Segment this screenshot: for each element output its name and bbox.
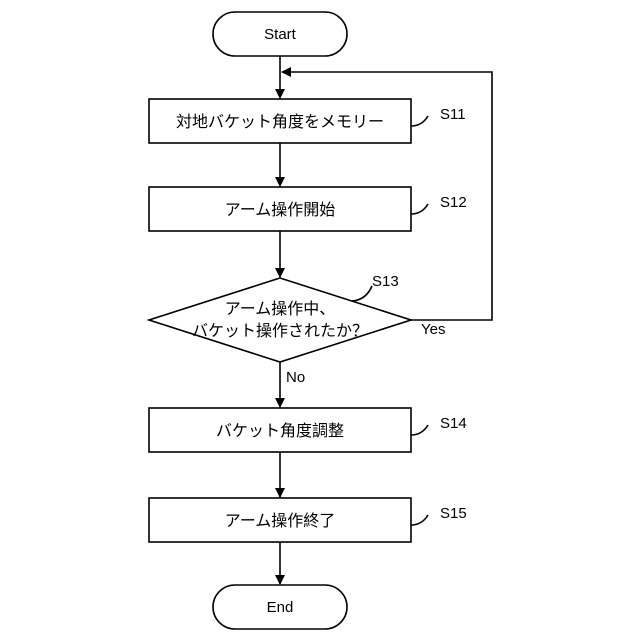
end-label: End: [267, 599, 294, 616]
leader-s13: [352, 286, 372, 301]
leader-s15: [411, 515, 428, 525]
decision-diamond-s13: [149, 278, 411, 362]
yes-label: Yes: [421, 321, 445, 338]
leader-s11: [411, 116, 428, 126]
step-id-s15: S15: [440, 505, 467, 522]
step-id-s12: S12: [440, 194, 467, 211]
process-text-s11: 対地バケット角度をメモリー: [176, 112, 384, 131]
leader-s12: [411, 204, 428, 214]
process-text-s15: アーム操作終了: [225, 511, 336, 530]
decision-text-line2: バケット操作されたか？: [192, 321, 368, 340]
leader-s14: [411, 425, 428, 435]
no-label: No: [286, 369, 305, 386]
step-id-s11: S11: [440, 106, 466, 123]
start-label: Start: [264, 26, 297, 43]
process-text-s14: バケット角度調整: [216, 421, 344, 440]
step-id-s13: S13: [372, 273, 399, 290]
decision-text-line1: アーム操作中、: [225, 299, 336, 318]
step-id-s14: S14: [440, 415, 467, 432]
process-text-s12: アーム操作開始: [225, 200, 336, 219]
